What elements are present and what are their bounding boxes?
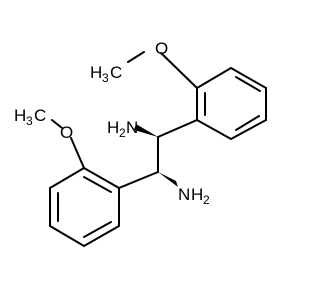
top-wedge-bond bbox=[134, 124, 158, 137]
top-methyl-c-label: C bbox=[110, 63, 122, 82]
top-amine-subscript: 2 bbox=[119, 126, 126, 140]
top-oxygen-label: O bbox=[155, 39, 168, 58]
top-methyl-subscript: 3 bbox=[102, 71, 109, 85]
top-ring-to-c1-bond bbox=[157, 119, 198, 138]
top-methoxy-group bbox=[127, 51, 198, 89]
bottom-methoxy-group bbox=[51, 119, 85, 169]
top-amine-n-label: N bbox=[126, 118, 138, 137]
bottom-wedge-bond bbox=[158, 172, 178, 187]
bottom-methyl-c-label: C bbox=[34, 106, 46, 125]
bottom-oxygen-label: O bbox=[60, 123, 73, 142]
top-methyl-h-label: H bbox=[90, 63, 102, 82]
molecule-diagram: O H 3 C O H 3 C H 2 N N H 2 bbox=[14, 39, 267, 247]
atom-labels: O H 3 C O H 3 C H 2 N N H 2 bbox=[14, 39, 210, 207]
top-benzene-ring bbox=[196, 67, 267, 140]
bottom-amine-h-label: H bbox=[191, 185, 203, 204]
bottom-ring-to-c2-bond bbox=[118, 171, 159, 189]
bottom-amine-subscript: 2 bbox=[203, 193, 210, 207]
structure-canvas: O H 3 C O H 3 C H 2 N N H 2 bbox=[14, 39, 267, 247]
bottom-benzene-ring bbox=[49, 167, 120, 247]
bottom-methyl-subscript: 3 bbox=[26, 114, 33, 128]
top-amine-h-label: H bbox=[107, 118, 119, 137]
bottom-methyl-h-label: H bbox=[14, 106, 26, 125]
bottom-amine-n-label: N bbox=[178, 185, 190, 204]
